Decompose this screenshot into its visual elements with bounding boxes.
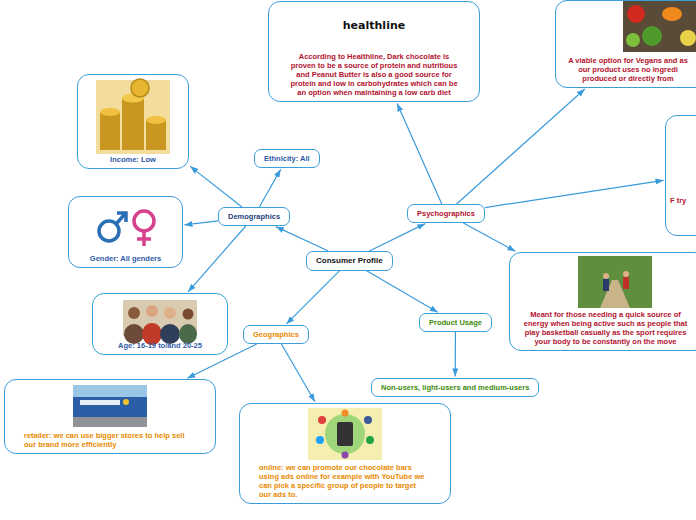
node-label: Age: 16-19 to/and 20-25 — [99, 341, 221, 350]
note-card: retailer: we can use bigger stores to he… — [4, 379, 216, 454]
coin-stack — [100, 112, 120, 150]
note-card: Meant for those needing a quick source o… — [509, 252, 696, 351]
note-card: A viable option for Vegans and as our pr… — [555, 0, 696, 88]
connector-arrow — [281, 344, 314, 402]
vegetable — [627, 5, 645, 23]
branch-topic: Psychographics — [407, 204, 485, 223]
vegetable — [626, 33, 640, 47]
app-icon — [342, 452, 349, 459]
sky — [73, 385, 147, 427]
phone — [337, 422, 353, 446]
store-logo — [123, 399, 129, 405]
node-label: According to Healthline, Dark chocolate … — [289, 52, 459, 97]
node-label: Demographics — [228, 212, 280, 221]
subtopic-box: Non-users, light-users and medium-users — [371, 378, 539, 397]
app-icon — [366, 436, 374, 444]
connector-arrow — [369, 224, 425, 251]
node-label: Product Usage — [429, 318, 482, 327]
node-label: Consumer Profile — [316, 256, 383, 266]
connector-arrow — [286, 271, 339, 324]
connector-arrow — [259, 169, 280, 207]
picture-card: Age: 16-19 to/and 20-25 — [92, 293, 228, 355]
person — [164, 307, 176, 319]
branch-topic: Demographics — [218, 207, 290, 226]
picture-ground — [623, 0, 696, 52]
vegetable — [642, 26, 662, 46]
coin-stack — [122, 98, 144, 150]
central-topic: Consumer Profile — [306, 251, 393, 271]
node-label: online: we can promote our chocolate bar… — [259, 463, 428, 499]
app-icon — [342, 410, 349, 417]
subtopic-box: Ethnicity: All — [254, 149, 320, 168]
store-sign — [80, 400, 120, 405]
picture-ground — [308, 408, 382, 460]
app-ring — [325, 414, 365, 454]
female-symbol — [134, 211, 154, 231]
connector-arrow — [397, 104, 442, 204]
app-icon — [316, 436, 324, 444]
person — [183, 309, 194, 320]
picture-card: Gender: All genders — [68, 196, 183, 268]
runner — [603, 273, 609, 279]
node-label: A viable option for Vegans and as our pr… — [568, 56, 688, 83]
node-label: Non-users, light-users and medium-users — [381, 383, 529, 392]
coins-picture — [96, 79, 170, 154]
apps-picture — [308, 408, 382, 460]
runner — [623, 277, 629, 289]
picture-ground — [96, 80, 170, 154]
coin-stack — [146, 120, 166, 150]
connector-arrow — [463, 223, 515, 251]
branch-topic: Geographics — [243, 325, 309, 344]
app-icon — [318, 416, 326, 424]
connector-arrow — [188, 226, 246, 292]
male-symbol — [116, 214, 125, 224]
connector-arrow — [366, 271, 438, 313]
note-card: healthlineAccording to Healthline, Dark … — [268, 1, 480, 102]
coin — [131, 79, 149, 97]
connector-arrow — [276, 227, 328, 251]
coin — [146, 116, 166, 124]
node-label: F try — [670, 196, 694, 205]
logo-text: healthline — [289, 19, 459, 32]
note-card: online: we can promote our chocolate bar… — [239, 403, 451, 504]
vegetable — [680, 30, 696, 46]
store-photo — [73, 385, 147, 427]
node-label: Gender: All genders — [75, 254, 176, 263]
parking-lot — [73, 417, 147, 427]
person — [128, 307, 140, 319]
vegetable — [662, 7, 682, 21]
person — [146, 305, 158, 317]
picture-card: Income: Low — [77, 74, 189, 169]
node-label: Ethnicity: All — [264, 154, 310, 163]
branch-topic: Product Usage — [419, 313, 492, 332]
connector-arrow — [184, 221, 218, 225]
store-front — [73, 397, 147, 417]
node-label: Psychographics — [417, 209, 475, 218]
vegetables-photo — [623, 0, 696, 52]
runner — [603, 279, 609, 291]
connector-arrow — [485, 180, 664, 207]
female-symbol — [137, 237, 151, 241]
note-card: F try — [665, 115, 696, 236]
runners-photo — [578, 256, 652, 308]
node-label: Meant for those needing a quick source o… — [520, 310, 691, 346]
connector-arrow — [190, 166, 242, 207]
runner — [623, 271, 629, 277]
node-label: Geographics — [253, 330, 299, 339]
trees — [578, 256, 652, 308]
app-icon — [364, 416, 372, 424]
male-symbol — [117, 213, 126, 222]
node-label: Income: Low — [84, 155, 182, 164]
connector-arrow — [457, 89, 585, 204]
coin — [100, 108, 120, 116]
node-label: retailer: we can use bigger stores to he… — [24, 431, 193, 449]
gender-symbols — [99, 211, 154, 246]
connector-arrow — [455, 332, 456, 377]
group-photo — [123, 300, 197, 345]
